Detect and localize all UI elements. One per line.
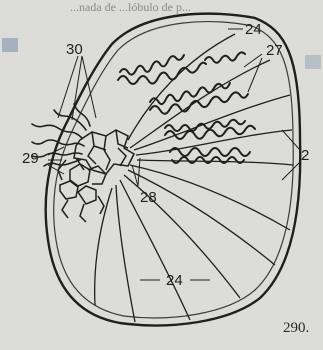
label-24-bottom: 24 <box>166 272 183 289</box>
label-24-top: 24 <box>245 21 262 38</box>
label-29: 29 <box>22 150 39 167</box>
label-27: 27 <box>266 42 283 59</box>
leader-lines <box>48 29 300 280</box>
label-2: 2 <box>301 147 309 164</box>
blue-margin-mark-right <box>305 55 321 69</box>
label-30: 30 <box>66 41 83 58</box>
figure-number: 290. <box>283 320 309 336</box>
blue-margin-mark <box>2 38 18 52</box>
label-28: 28 <box>140 189 157 206</box>
